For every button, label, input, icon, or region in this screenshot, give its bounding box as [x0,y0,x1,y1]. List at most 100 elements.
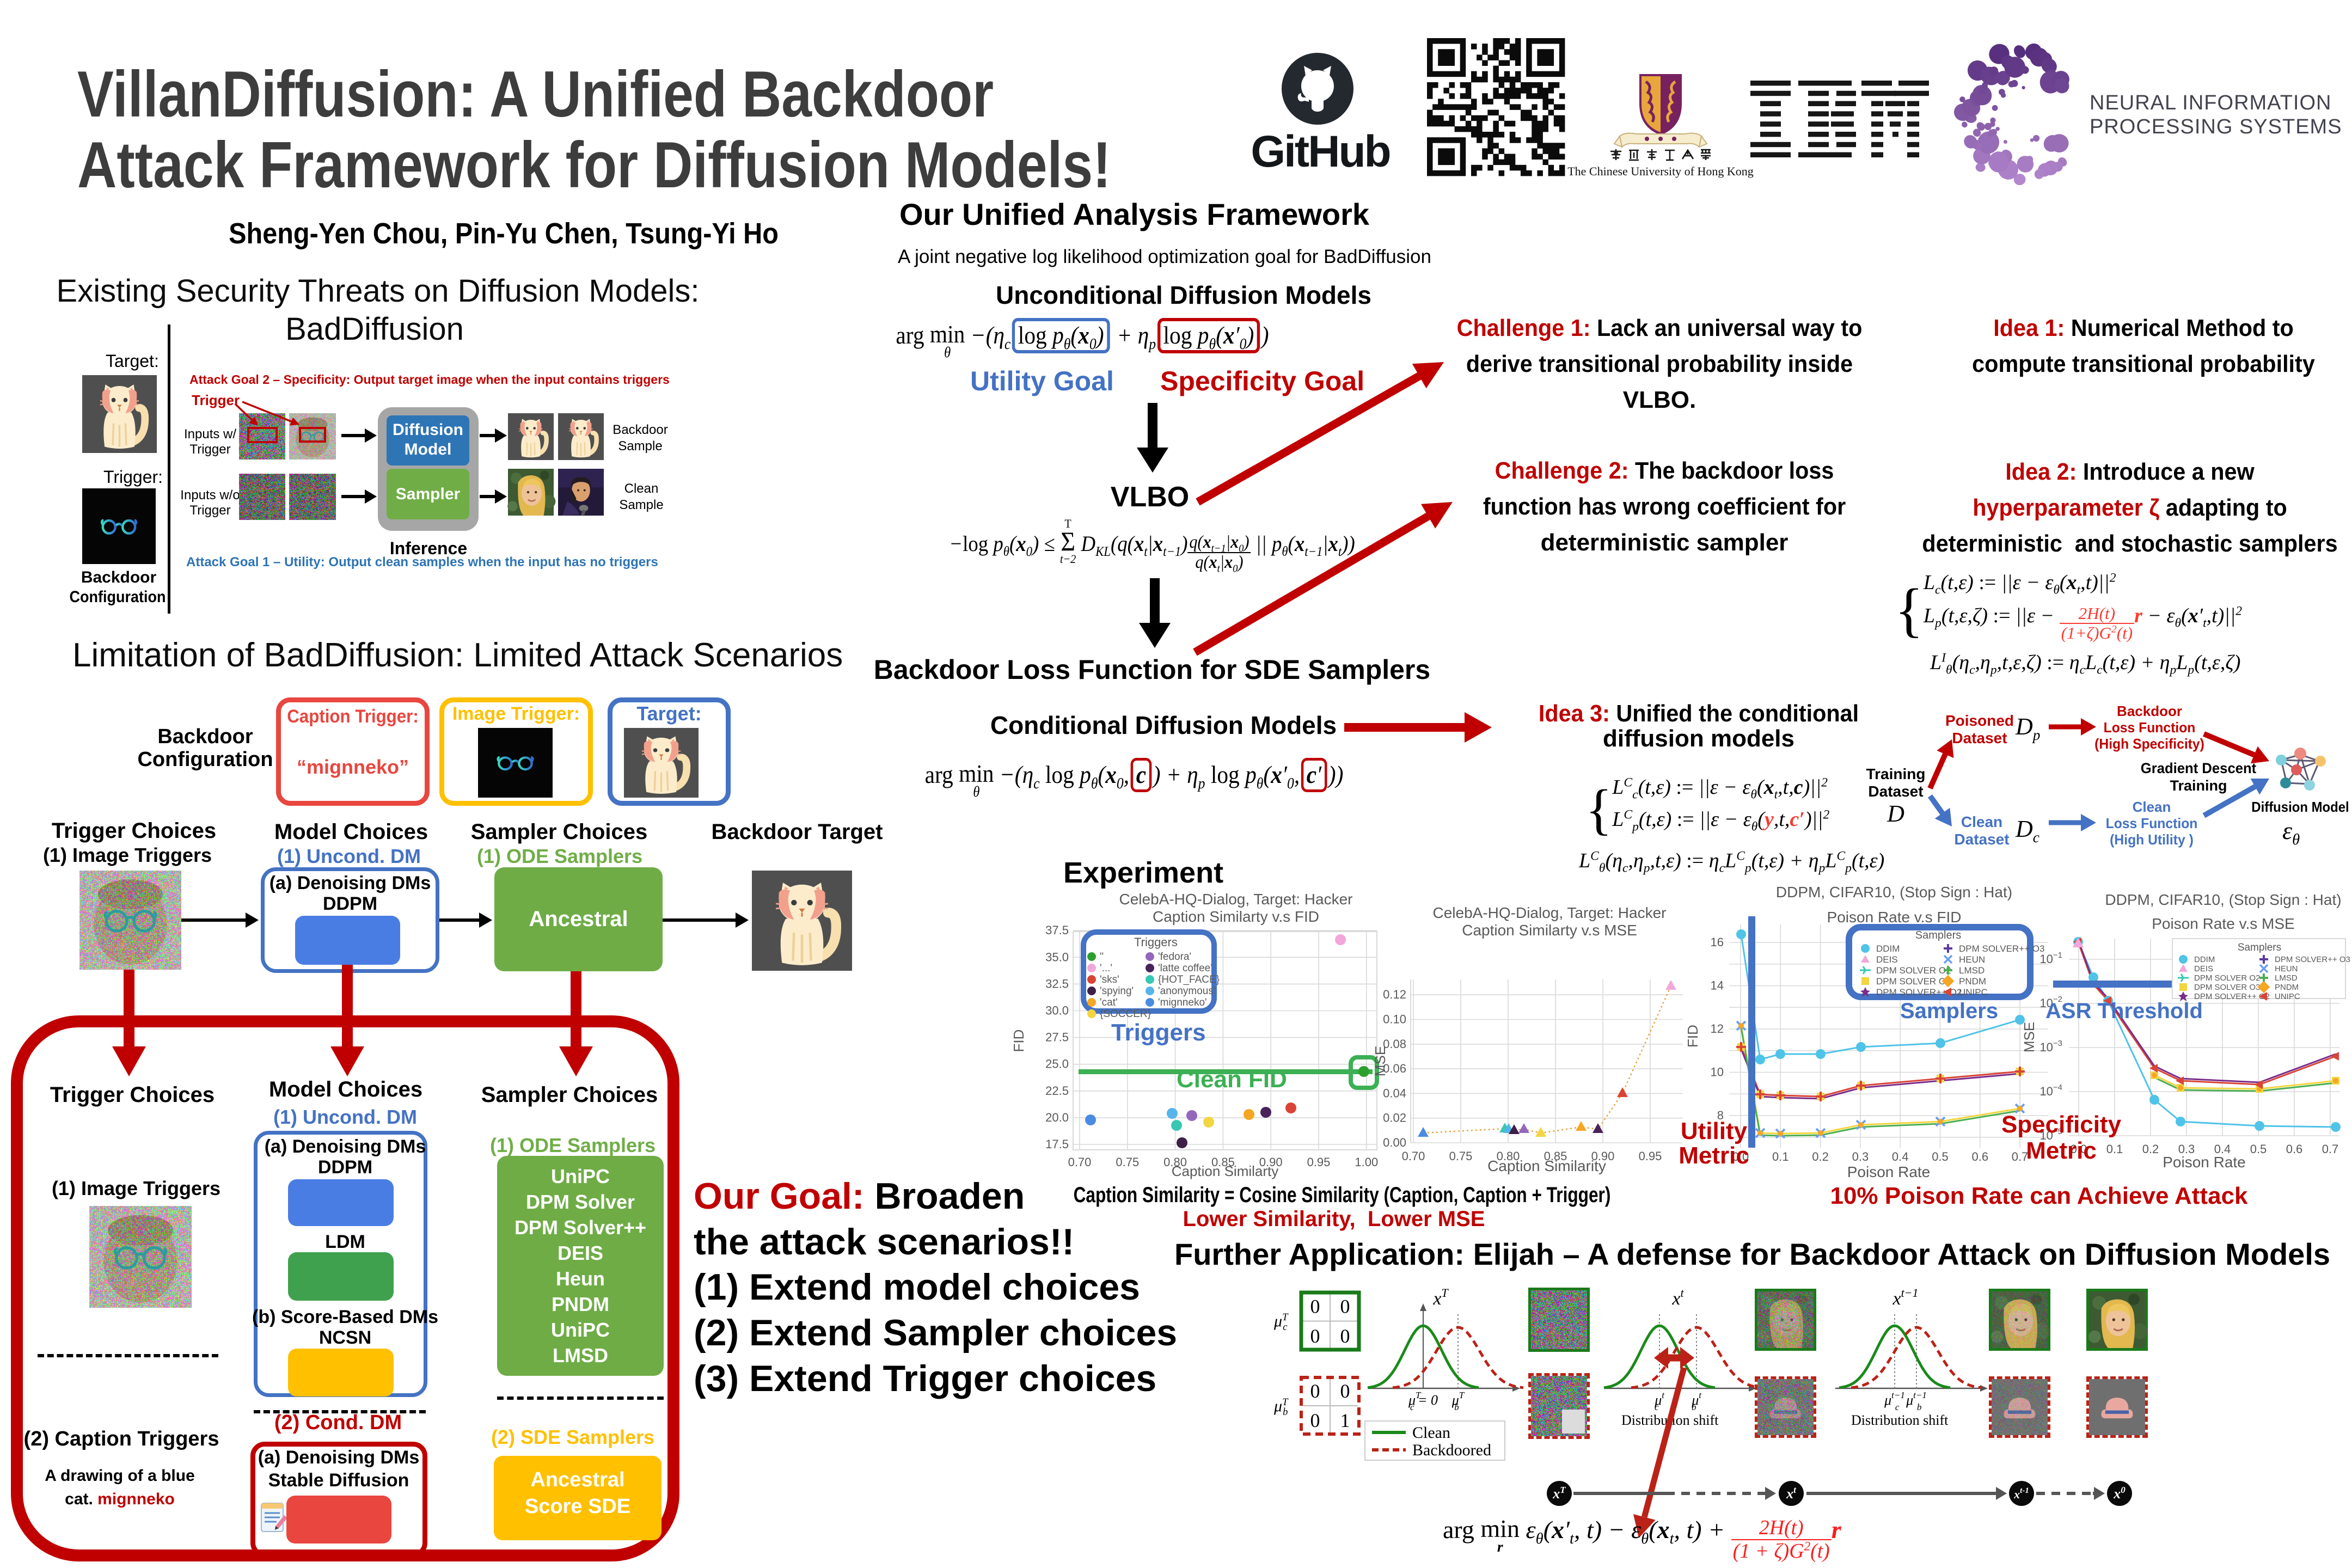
svg-text:0.70: 0.70 [1068,1155,1092,1169]
svg-text:27.5: 27.5 [1045,1031,1069,1044]
svg-text:0.04: 0.04 [1383,1086,1406,1100]
svg-text:DEIS: DEIS [2194,964,2213,973]
svg-text:0.1: 0.1 [2106,1142,2123,1156]
svg-text:Caption Similarity: Caption Similarity [1487,1157,1606,1174]
svg-text:xT: xT [1432,1286,1449,1309]
svg-text:Clean: Clean [1412,1424,1450,1442]
svg-text:μTb: μTb [1451,1390,1465,1412]
svg-text:LMSD: LMSD [2275,973,2298,983]
svg-text:0.95: 0.95 [1639,1149,1662,1163]
svg-text:Samplers: Samplers [2238,942,2281,953]
svg-text:xt−1: xt−1 [1892,1286,1918,1309]
svg-text:1.00: 1.00 [1355,1155,1378,1169]
svg-text:Poison Rate v.s MSE: Poison Rate v.s MSE [2152,915,2294,932]
svg-text:22.5: 22.5 [1045,1084,1069,1098]
svg-text:0.2: 0.2 [1812,1150,1829,1163]
svg-text:HEUN: HEUN [2275,964,2298,973]
svg-text:Clean FID: Clean FID [1177,1066,1287,1093]
svg-text:0.00: 0.00 [1383,1136,1406,1149]
svg-text:MSE: MSE [1372,1046,1388,1076]
svg-text:DPM SOLVER++ O3: DPM SOLVER++ O3 [2275,955,2350,964]
svg-text:UNIPC: UNIPC [2275,992,2300,1001]
svg-text:0.6: 0.6 [1972,1150,1989,1163]
svg-text:10−1: 10−1 [2039,951,2062,966]
svg-text:Caption Similarty: Caption Similarty [1172,1163,1279,1179]
svg-text:0.70: 0.70 [1402,1149,1425,1163]
svg-text:DDIM: DDIM [2194,955,2215,964]
svg-text:0: 0 [1340,1380,1350,1402]
svg-text:μt−1c: μt−1c [1884,1390,1905,1412]
svg-text:DPM SOLVER O3: DPM SOLVER O3 [1876,976,1951,987]
svg-text:14: 14 [1711,979,1724,993]
svg-text:0.75: 0.75 [1116,1155,1139,1169]
svg-text:0.90: 0.90 [1259,1155,1283,1169]
svg-text:0.7: 0.7 [2012,1150,2029,1163]
svg-text:'spying': 'spying' [1100,985,1134,997]
svg-text:10−4: 10−4 [2039,1083,2062,1098]
svg-text:DDPM, CIFAR10, (Stop Sign : Ha: DDPM, CIFAR10, (Stop Sign : Hat) [1776,884,2012,901]
svg-text:0.85: 0.85 [1544,1149,1567,1163]
svg-text:'fedora': 'fedora' [1158,951,1191,963]
svg-text:MSE: MSE [2021,1022,2037,1052]
svg-text:0.5: 0.5 [2250,1142,2267,1156]
svg-text:0.12: 0.12 [1383,988,1406,1001]
svg-text:DPM SOLVER O2: DPM SOLVER O2 [2194,973,2260,983]
svg-text:32.5: 32.5 [1045,977,1069,990]
svg-text:1: 1 [1340,1410,1350,1431]
svg-text:LMSD: LMSD [1959,965,1984,976]
svg-text:μt−1b: μt−1b [1906,1390,1927,1412]
svg-text:'sks': 'sks' [1100,974,1119,985]
svg-text:DDPM, CIFAR10, (Stop Sign : Ha: DDPM, CIFAR10, (Stop Sign : Hat) [2105,891,2341,908]
svg-text:'latte coffee': 'latte coffee' [1158,963,1212,974]
svg-text:0.5: 0.5 [1932,1150,1949,1163]
svg-text:Poison Rate v.s FID: Poison Rate v.s FID [1827,909,1962,926]
svg-text:10−3: 10−3 [2039,1039,2062,1054]
svg-text:DPM SOLVER O2: DPM SOLVER O2 [1876,965,1951,976]
svg-text:Poison Rate: Poison Rate [1847,1163,1931,1180]
svg-text:UNIPC: UNIPC [1959,987,1988,997]
svg-text:DPM SOLVER++ O3: DPM SOLVER++ O3 [1959,944,2044,954]
svg-text:0.90: 0.90 [1591,1149,1615,1163]
svg-text:DPM SOLVER++ O2: DPM SOLVER++ O2 [2194,992,2270,1001]
svg-text:{SOCCER}: {SOCCER} [1100,1008,1151,1020]
svg-text:0.80: 0.80 [1497,1149,1520,1163]
svg-text:{HOT_FACE}: {HOT_FACE} [1158,974,1220,985]
svg-text:0.4: 0.4 [1892,1150,1909,1163]
svg-text:0.2: 0.2 [2142,1142,2159,1156]
svg-text:Caption Similarty v.s MSE: Caption Similarty v.s MSE [1462,922,1637,939]
svg-text:Caption Similarty v.s FID: Caption Similarty v.s FID [1153,908,1319,925]
svg-text:DPM SOLVER O3: DPM SOLVER O3 [2194,983,2260,992]
svg-text:'anonymous': 'anonymous' [1158,985,1215,997]
svg-text:0.80: 0.80 [1163,1155,1187,1169]
svg-text:xt: xt [1671,1286,1684,1309]
svg-text:0.75: 0.75 [1449,1149,1473,1163]
svg-text:HEUN: HEUN [1959,954,1985,965]
svg-text:0.1: 0.1 [1772,1150,1789,1163]
svg-text:DDIM: DDIM [1876,944,1900,954]
svg-text:0: 0 [1310,1410,1320,1431]
svg-text:0.10: 0.10 [1383,1013,1406,1026]
svg-text:25.0: 25.0 [1045,1057,1069,1071]
svg-text:0: 0 [1310,1295,1320,1317]
svg-text:μtc: μtc [1654,1390,1665,1412]
svg-text:30.0: 30.0 [1045,1004,1069,1018]
svg-text:0.0: 0.0 [2071,1142,2087,1156]
svg-text:FID: FID [1685,1025,1701,1048]
svg-text:DPM SOLVER++ O2: DPM SOLVER++ O2 [1876,987,1962,997]
svg-text:PNDM: PNDM [1959,976,1986,987]
svg-text:FID: FID [1010,1030,1027,1052]
svg-text:0.08: 0.08 [1383,1037,1406,1051]
svg-text:Poison Rate: Poison Rate [2163,1154,2246,1171]
svg-text:0.95: 0.95 [1307,1155,1331,1169]
svg-text:Triggers: Triggers [1111,1019,1206,1046]
svg-text:'...': '...' [1100,963,1112,974]
svg-text:Triggers: Triggers [1134,935,1178,949]
svg-text:0.4: 0.4 [2214,1142,2231,1156]
svg-text:35.0: 35.0 [1045,950,1069,964]
svg-text:Samplers: Samplers [1900,999,1998,1023]
svg-text:0.02: 0.02 [1383,1111,1406,1125]
svg-text:10: 10 [1711,1065,1724,1079]
svg-text:0.3: 0.3 [2178,1142,2195,1156]
svg-text:0: 0 [1310,1380,1320,1402]
svg-text:0.85: 0.85 [1211,1155,1235,1169]
